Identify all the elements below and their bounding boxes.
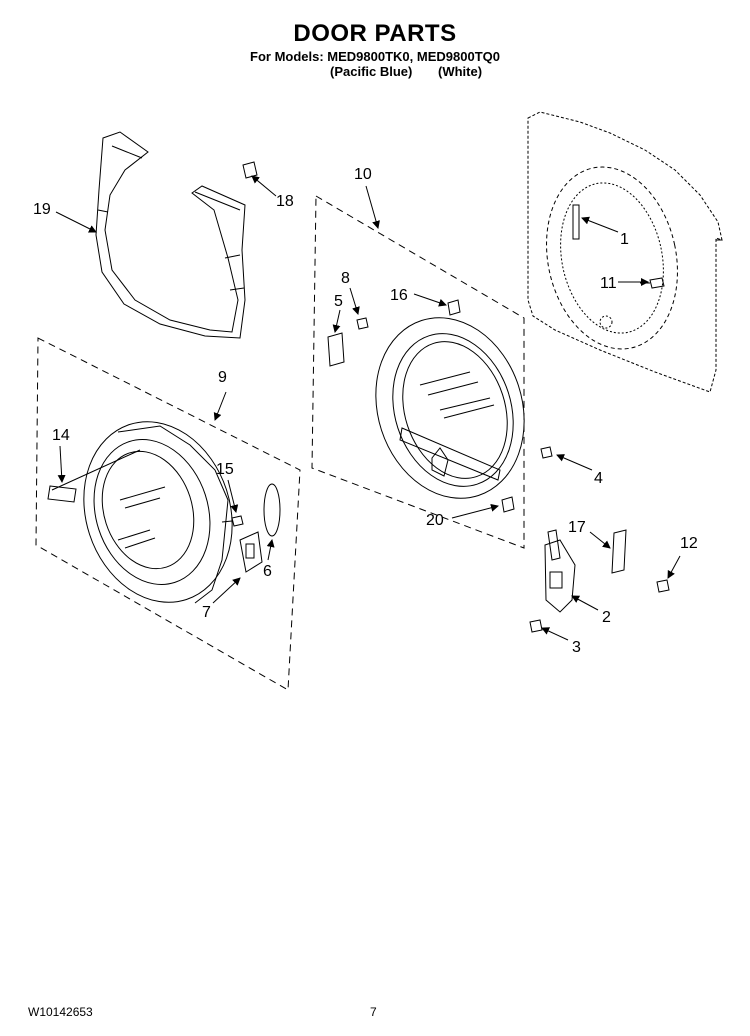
callout-9: 9 xyxy=(218,369,227,386)
part-4-screw xyxy=(540,446,553,459)
models-line: For Models: MED9800TK0, MED9800TQ0 xyxy=(250,49,500,64)
part-11-screw xyxy=(640,277,665,289)
color-label-pacific-blue: (Pacific Blue) xyxy=(330,64,413,79)
part-20-clip xyxy=(501,496,515,513)
leader-lines xyxy=(55,175,681,641)
part-6-cover xyxy=(263,483,281,537)
part-9-outer-door xyxy=(51,421,233,604)
part-18-clip xyxy=(242,161,258,179)
page-number: 7 xyxy=(370,1005,377,1019)
part-5-bracket xyxy=(327,332,345,367)
part-8-screw xyxy=(356,317,369,330)
callout-8: 8 xyxy=(341,270,350,287)
part-15-screw xyxy=(221,515,244,527)
callout-6: 6 xyxy=(263,563,272,580)
callout-14: 14 xyxy=(52,427,70,444)
callout-2: 2 xyxy=(602,609,611,626)
part-12-screw xyxy=(656,579,670,593)
part-14-handle-insert xyxy=(47,485,77,503)
callout-12: 12 xyxy=(680,535,698,552)
callout-15: 15 xyxy=(216,461,234,478)
part-10-inner-door xyxy=(375,317,525,499)
callout-4: 4 xyxy=(594,470,603,487)
outer-door-dashed-box xyxy=(35,337,301,691)
callout-19: 19 xyxy=(33,201,51,218)
part-2-hinge xyxy=(544,529,576,613)
part-19-door-trim xyxy=(95,131,246,339)
callout-10: 10 xyxy=(354,166,372,183)
callout-1: 1 xyxy=(620,231,629,248)
callout-18: 18 xyxy=(276,193,294,210)
callout-17: 17 xyxy=(568,519,586,536)
page-title: DOOR PARTS xyxy=(293,20,457,47)
document-number: W10142653 xyxy=(28,1005,93,1019)
inner-door-dashed-box xyxy=(311,195,525,549)
callout-3: 3 xyxy=(572,639,581,656)
part-16-clip xyxy=(447,299,461,316)
callout-16: 16 xyxy=(390,287,408,304)
cabinet-front-panel xyxy=(527,111,723,393)
part-3-screw xyxy=(529,619,543,633)
callout-7: 7 xyxy=(202,604,211,621)
callout-11: 11 xyxy=(600,275,617,292)
color-label-white: (White) xyxy=(438,64,483,79)
callout-20: 20 xyxy=(426,512,444,529)
part-17-strip xyxy=(611,529,627,574)
part-7-latch xyxy=(239,531,263,573)
callout-5: 5 xyxy=(334,293,343,310)
